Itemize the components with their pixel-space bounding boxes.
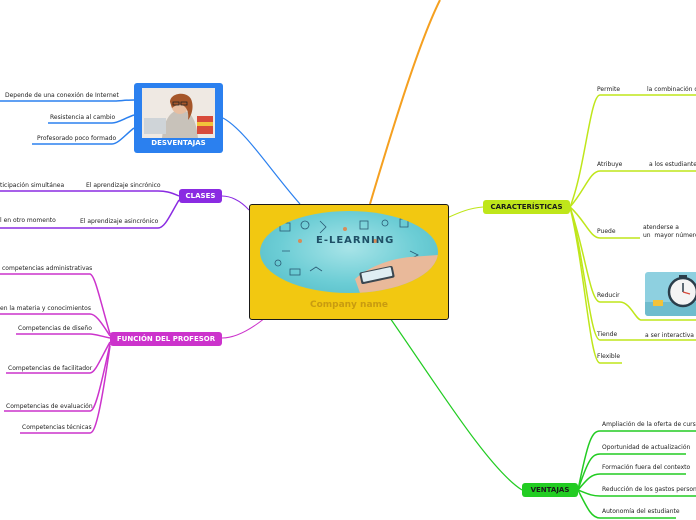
e-learning-illustration-icon xyxy=(274,218,438,293)
caracteristica-subitem: a ser interactiva xyxy=(645,332,694,339)
caracteristica-subitem: atenderse a un mayor número xyxy=(643,224,696,239)
profesor-item: Competencias técnicas xyxy=(22,424,92,431)
clases-item: El aprendizaje sincrónico xyxy=(86,182,161,189)
topic-desventajas[interactable]: DESVENTAJAS xyxy=(134,83,223,153)
caracteristica-subitem: la combinación de xyxy=(647,86,696,93)
ventaja-item: Ampliación de la oferta de curso xyxy=(602,421,696,428)
clases-item: El aprendizaje asincrónico xyxy=(80,218,159,225)
topic-funcion-profesor[interactable]: FUNCIÓN DEL PROFESOR xyxy=(110,332,222,346)
clock-image xyxy=(645,272,696,316)
e-learning-image: E-LEARNING xyxy=(260,211,438,293)
desventaja-item: Depende de una conexión de Internet xyxy=(5,92,119,99)
caracteristica-subitem: a los estudiantes xyxy=(649,161,696,168)
e-learning-text: E-LEARNING xyxy=(316,235,395,246)
caracteristica-item: Reducir xyxy=(597,292,620,299)
profesor-item: Competencias de evaluación xyxy=(6,403,93,410)
topic-caracteristicas[interactable]: CARACTERÍSTICAS xyxy=(483,200,570,214)
topic-ventajas[interactable]: VENTAJAS xyxy=(522,483,578,497)
ventaja-item: Oportunidad de actualización xyxy=(602,444,691,451)
desventaja-item: Resistencia al cambio xyxy=(50,114,116,121)
caracteristica-item: Permite xyxy=(597,86,621,93)
caracteristica-item: Tiende xyxy=(597,331,618,338)
ventaja-item: Formación fuera del contexto xyxy=(602,464,691,471)
clock-icon xyxy=(645,275,696,316)
topic-label: DESVENTAJAS xyxy=(151,139,206,147)
desventaja-item: Profesorado poco formado xyxy=(37,135,117,142)
profesor-item: Competencias de facilitador xyxy=(8,365,93,372)
ventaja-item: Reducción de los gastos personale xyxy=(602,486,696,493)
caracteristica-item: Puede xyxy=(597,228,616,235)
student-photo-icon xyxy=(142,88,215,138)
profesor-item: en la materia y conocimientos xyxy=(0,305,91,312)
profesor-item: competencias administrativas xyxy=(2,265,93,272)
ventaja-item: Autonomía del estudiante xyxy=(602,508,680,515)
clases-subitem: l en otro momento xyxy=(0,217,56,224)
caracteristica-item: Flexible xyxy=(597,353,621,360)
central-topic[interactable]: E-LEARNING Company name xyxy=(249,204,449,320)
caracteristica-item: Atribuye xyxy=(597,161,623,168)
clases-subitem: ticipación simultánea xyxy=(0,182,65,189)
profesor-item: Competencias de diseño xyxy=(18,325,92,332)
student-photo xyxy=(142,88,215,138)
topic-clases[interactable]: CLASES xyxy=(179,189,222,203)
central-title: Company name xyxy=(309,300,389,310)
